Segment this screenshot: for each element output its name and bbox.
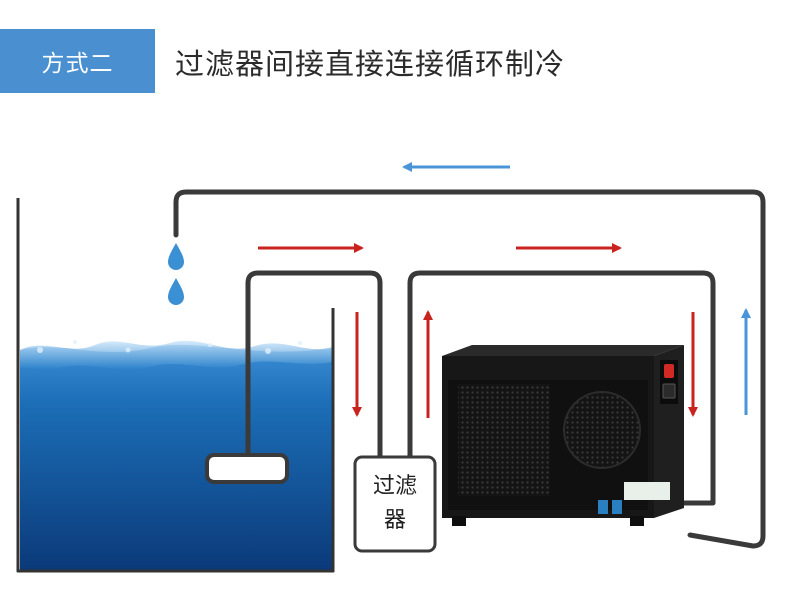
method-badge: 方式二 (0, 29, 155, 93)
flow-arrows (258, 162, 751, 418)
chiller-top (442, 345, 684, 356)
power-switch-icon (664, 364, 674, 378)
chiller-outlet-fitting (612, 500, 622, 514)
water-body (20, 344, 332, 570)
filter-box (353, 455, 437, 553)
water-drop-icon (168, 243, 184, 270)
water-drop-icon (168, 278, 184, 305)
water-bubbles (37, 340, 302, 354)
chiller-inlet-fitting (598, 500, 608, 514)
page-title: 过滤器间接直接连接循环制冷 (175, 47, 566, 81)
filter-to-chiller-pipe (407, 270, 716, 506)
chiller-left-grill (458, 384, 550, 496)
return-pipe (173, 189, 766, 549)
water-surface-wave (20, 340, 332, 370)
water-tank (16, 198, 335, 573)
method-badge-label: 方式二 (41, 51, 114, 77)
suction-pipe (245, 270, 383, 459)
pipes (173, 189, 766, 549)
chiller-label-plate (624, 482, 670, 500)
power-socket-icon (662, 383, 676, 399)
water-drops (168, 243, 184, 305)
chiller-fan-grill (563, 391, 641, 469)
chiller-foot (630, 516, 644, 526)
chiller-foot (452, 516, 466, 526)
intake-strainer (205, 453, 289, 484)
chiller-unit (442, 345, 684, 526)
